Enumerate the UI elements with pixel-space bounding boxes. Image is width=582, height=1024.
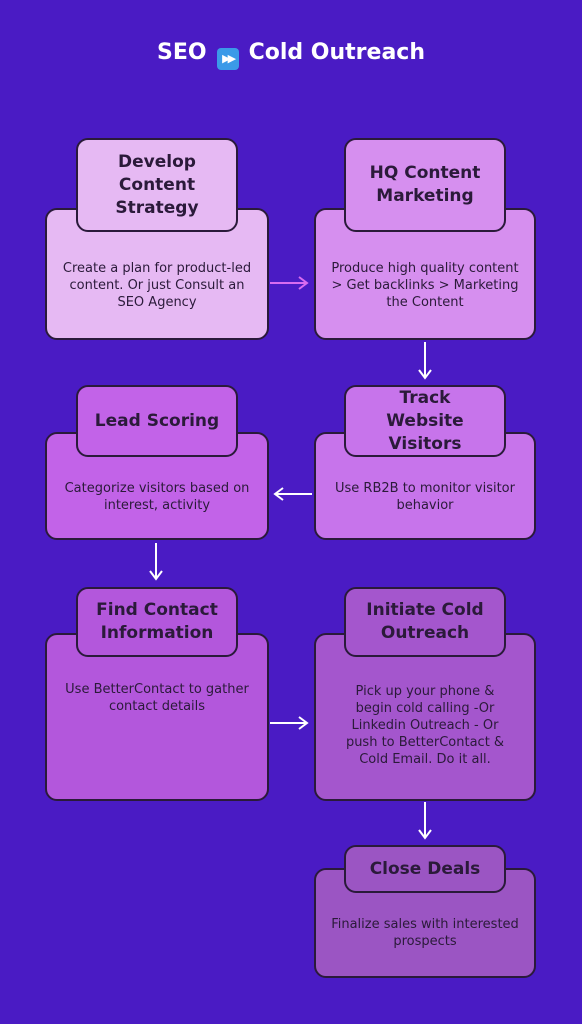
step-description: Finalize sales with interested prospects [331, 917, 519, 949]
step-title-develop-content-strategy: Develop Content Strategy [76, 138, 238, 232]
step-title-track-website-visitors: Track Website Visitors [344, 385, 506, 457]
step-card-initiate-cold-outreach: Pick up your phone & begin cold calling … [314, 633, 536, 801]
step-title-lead-scoring: Lead Scoring [76, 385, 238, 457]
title-right: Cold Outreach [248, 40, 425, 65]
step-title-find-contact-information: Find Contact Information [76, 587, 238, 657]
step-description: Categorize visitors based on interest, a… [64, 481, 250, 513]
step-description: Pick up your phone & begin cold calling … [345, 684, 505, 767]
step-card-find-contact-information: Use BetterContact to gather contact deta… [45, 633, 269, 801]
step-description: Use RB2B to monitor visitor behavior [335, 481, 515, 513]
step-description: Produce high quality content > Get backl… [331, 261, 519, 310]
fast-forward-icon: ▶▶ [216, 48, 239, 70]
title-left: SEO [157, 40, 207, 65]
step-title-close-deals: Close Deals [344, 845, 506, 893]
step-title-hq-content-marketing: HQ Content Marketing [344, 138, 506, 232]
page-title: SEO ▶▶ Cold Outreach [0, 40, 582, 70]
step-title-initiate-cold-outreach: Initiate Cold Outreach [344, 587, 506, 657]
step-description: Create a plan for product-led content. O… [62, 261, 252, 310]
step-description: Use BetterContact to gather contact deta… [65, 682, 249, 714]
